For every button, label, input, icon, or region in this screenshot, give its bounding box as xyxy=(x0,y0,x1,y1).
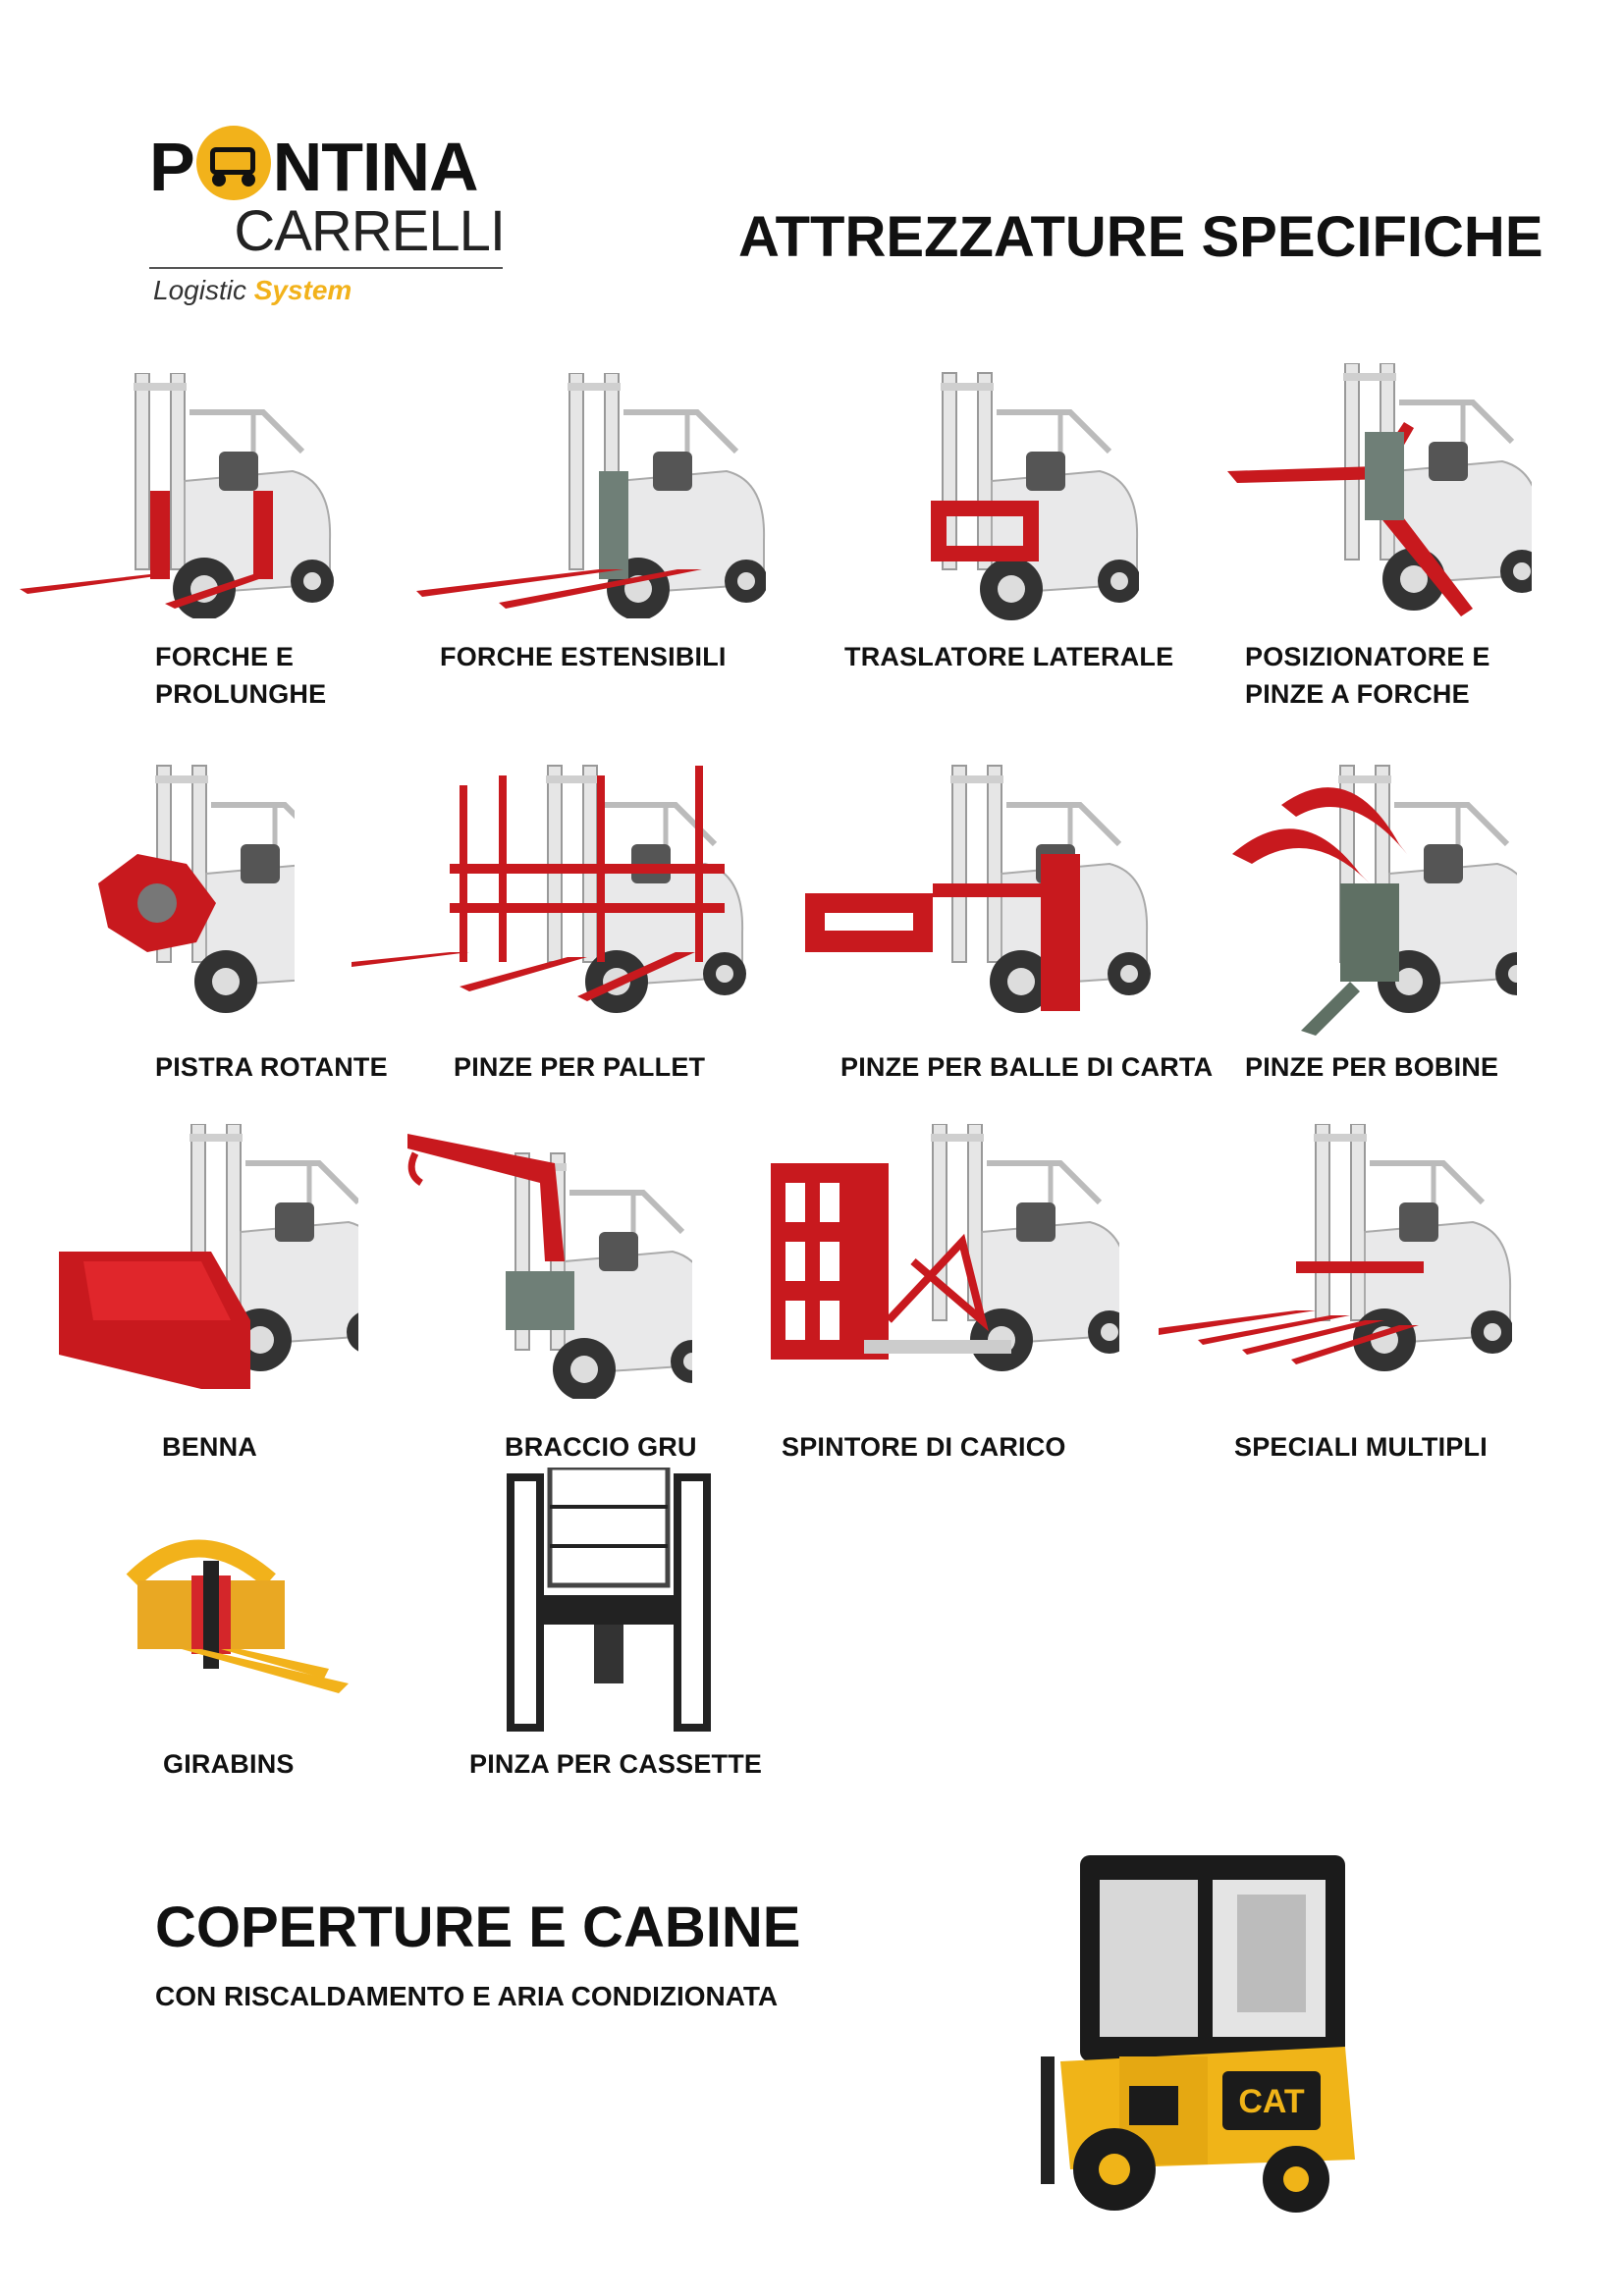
forks-extensions-image xyxy=(18,373,342,618)
roll-clamp-image xyxy=(1222,756,1517,1041)
label-traslatore-laterale: TRASLATORE LATERALE xyxy=(844,642,1174,671)
tagline-prefix: Logistic xyxy=(153,275,246,305)
label-pinze-bobine: PINZE PER BOBINE xyxy=(1245,1052,1499,1082)
logo-subtitle: CARRELLI xyxy=(234,199,506,263)
cat-badge-text: CAT xyxy=(1238,2083,1305,2120)
label-speciali-multipli: SPECIALI MULTIPLI xyxy=(1234,1432,1488,1462)
label-pinza-cassette: PINZA PER CASSETTE xyxy=(469,1749,763,1779)
multiple-forks-image xyxy=(1159,1124,1512,1389)
extendable-forks-image xyxy=(412,373,766,618)
label-benna: BENNA xyxy=(162,1432,258,1462)
load-pusher-image xyxy=(766,1124,1119,1389)
positioner-fork-clamp-image xyxy=(1227,363,1532,628)
label-braccio-gru: BRACCIO GRU xyxy=(505,1432,697,1462)
bucket-image xyxy=(54,1124,358,1389)
label-pinze-balle-carta: PINZE PER BALLE DI CARTA xyxy=(840,1052,1214,1082)
logo-divider xyxy=(149,267,503,269)
label-pistra-rotante: PISTRA ROTANTE xyxy=(155,1052,388,1082)
paper-bale-clamp-image xyxy=(805,756,1159,1021)
girabins-image xyxy=(123,1522,358,1698)
logo-letters-ntina: NTINA xyxy=(272,129,479,205)
box-clamp-image xyxy=(506,1468,712,1737)
label-spintore-carico: SPINTORE DI CARICO xyxy=(782,1432,1066,1462)
crane-arm-image xyxy=(398,1124,692,1399)
section-subtitle: CON RISCALDAMENTO E ARIA CONDIZIONATA xyxy=(155,1981,779,2011)
label-girabins: GIRABINS xyxy=(163,1749,295,1779)
label-forche-estensibili: FORCHE ESTENSIBILI xyxy=(440,642,727,671)
forklift-logo-icon xyxy=(195,126,271,200)
rotating-plate-image xyxy=(59,756,295,1021)
logo-letter-p: P xyxy=(149,129,195,205)
side-shift-image xyxy=(884,363,1139,628)
section-title: COPERTURE E CABINE xyxy=(155,1896,801,1959)
pallet-clamp-image xyxy=(352,756,754,1021)
cab-forklift-image: CAT xyxy=(1041,1845,1365,2218)
page-title: ATTREZZATURE SPECIFICHE xyxy=(738,205,1543,269)
label-pinze-pallet: PINZE PER PALLET xyxy=(454,1052,706,1082)
tagline-highlight: System xyxy=(253,275,352,305)
logo-tagline: Logistic System xyxy=(153,275,352,306)
